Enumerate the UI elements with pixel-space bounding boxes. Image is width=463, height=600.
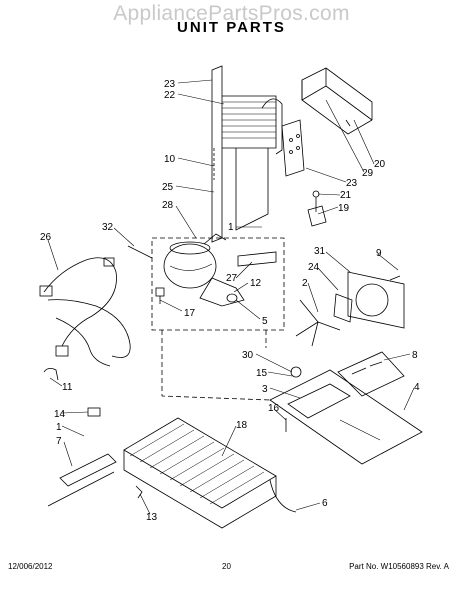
callout-label: 14 <box>54 409 66 420</box>
drain-tube-part <box>269 479 297 513</box>
callout-label: 16 <box>268 403 280 414</box>
footer-page-number: 20 <box>222 562 231 571</box>
callout-label: 21 <box>340 190 352 201</box>
footer-part-number: Part No. W10560893 Rev. A <box>349 562 449 571</box>
fan-assembly-part <box>295 271 405 347</box>
condenser-part <box>211 65 305 243</box>
footer-date: 12/006/2012 <box>8 562 53 571</box>
callout-label: 1 <box>56 422 62 433</box>
callout-label: 22 <box>164 90 176 101</box>
callout-label: 24 <box>308 262 320 273</box>
diagram-title: UNIT PARTS <box>177 19 286 36</box>
clip-13-part <box>135 485 143 499</box>
base-plate-part <box>269 369 423 465</box>
watermark: AppliancePartsPros.com <box>113 2 350 25</box>
callout-label: 23 <box>164 79 176 90</box>
callout-label: 9 <box>376 248 382 259</box>
callout-label: 26 <box>40 232 52 243</box>
leader-lines <box>47 79 415 515</box>
callout-label: 23 <box>346 178 358 189</box>
callout-label: 2 <box>302 278 308 289</box>
callout-label: 4 <box>414 382 420 393</box>
callout-label: 31 <box>314 246 326 257</box>
callout-label: 20 <box>374 159 386 170</box>
callout-label: 5 <box>262 316 268 327</box>
callout-label: 11 <box>62 382 73 393</box>
callout-numbers: 23 22 10 25 28 1 32 26 27 12 17 5 9 31 2… <box>40 79 420 523</box>
heater-part <box>47 453 117 507</box>
callout-label: 27 <box>226 273 238 284</box>
evaporator-coil-part <box>123 417 277 529</box>
callout-label: 1 <box>228 222 234 233</box>
compressor-assembly-outline <box>151 237 285 331</box>
grommet-30-part <box>290 366 302 378</box>
wire-harness-part <box>39 257 131 367</box>
callout-label: 18 <box>236 420 248 431</box>
callout-label: 17 <box>184 308 196 319</box>
callout-label: 6 <box>322 498 328 509</box>
compressor-part <box>163 233 277 307</box>
assembly-guide-line <box>161 330 271 401</box>
duct-part <box>301 67 373 135</box>
callout-label: 30 <box>242 350 254 361</box>
callout-label: 7 <box>56 436 62 447</box>
callout-label: 32 <box>102 222 114 233</box>
callout-label: 12 <box>250 278 262 289</box>
callout-label: 8 <box>412 350 418 361</box>
callout-label: 29 <box>362 168 374 179</box>
callout-label: 25 <box>162 182 174 193</box>
fan-bracket-part <box>337 351 405 397</box>
callout-label: 3 <box>262 384 268 395</box>
callout-label: 19 <box>338 203 350 214</box>
screw-32-part <box>127 245 153 259</box>
fitting-14-part <box>87 407 101 417</box>
callout-label: 28 <box>162 200 174 211</box>
wire-11-part <box>43 368 59 381</box>
callout-label: 13 <box>146 512 158 523</box>
callout-label: 15 <box>256 368 268 379</box>
screw-part <box>307 190 327 227</box>
callout-label: 10 <box>164 154 176 165</box>
